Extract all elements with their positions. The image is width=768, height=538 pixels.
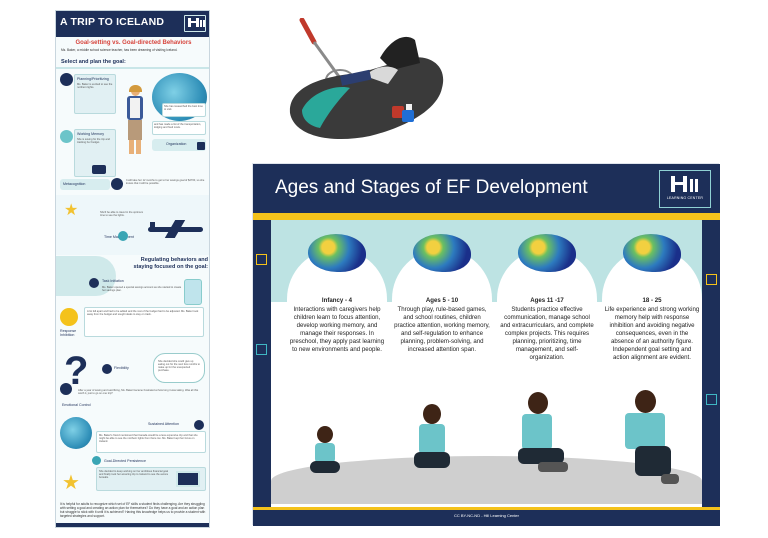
deco-square <box>706 274 717 285</box>
sustained-attention-icon <box>194 420 204 430</box>
hill-logo-icon <box>184 15 206 32</box>
sustained-attention-note: Ms. Baker's friend mentioned that Canada… <box>96 431 206 453</box>
thought-cloud: She decided she could give up eating out… <box>153 353 205 383</box>
stage-description: Interactions with caregivers help childr… <box>289 306 385 354</box>
infographic-header <box>56 11 209 37</box>
emotional-control-label: Emotional Control <box>62 403 91 407</box>
response-inhibition-label: Response Inhibition <box>60 329 77 337</box>
task-initiation-note: Ms. Baker opened a special savings accou… <box>102 286 182 293</box>
deco-square <box>706 394 717 405</box>
license-text: CC BY-NC-ND - Hill Learning Center <box>454 513 519 518</box>
deco-square <box>256 344 267 355</box>
planning-note: She has researched the best time to visi… <box>162 103 206 117</box>
infographic-subtitle: Goal-setting vs. Goal-directed Behaviors <box>75 40 192 46</box>
sustained-attention-label: Sustained Attention <box>148 422 179 426</box>
metacognition-card: Metacognition <box>60 179 110 190</box>
teen-figure <box>508 392 570 500</box>
working-memory-icon <box>60 130 73 143</box>
section-regulating: Regulating behaviors and staying focused… <box>133 257 208 270</box>
slide-header <box>253 164 720 213</box>
star-large-icon: ★ <box>62 472 80 494</box>
infographic-title: A TRIP TO ICELAND <box>60 16 165 28</box>
stage-text-5-10: Ages 5 - 10 Through play, rule-based gam… <box>394 297 490 354</box>
folder-icon <box>197 142 205 150</box>
stage-age: Ages 11 -17 <box>530 297 564 304</box>
brain-scan-image <box>518 234 576 272</box>
brain-scan-image <box>623 234 681 272</box>
young-adult-figure <box>613 390 683 500</box>
brand-text: LEARNING CENTER <box>666 196 704 200</box>
sneaker-tool-image <box>289 17 444 140</box>
response-inhibition-note: A lot fell apart and had to be added and… <box>84 307 204 337</box>
stage-age: Ages 5 - 10 <box>425 297 459 304</box>
hill-learning-center-logo: LEARNING CENTER <box>659 170 711 208</box>
stage-description: Students practice effective communicatio… <box>500 306 594 362</box>
stage-description: Through play, rule-based games, and scho… <box>394 306 490 354</box>
wallet-icon <box>92 165 106 174</box>
deco-square <box>256 254 267 265</box>
brain-scan-image <box>413 234 471 272</box>
footer-yellow-stripe <box>253 507 720 510</box>
planning-card: Planning/Prioritizing Ms. Baker is excit… <box>74 74 116 114</box>
infographic-intro: Ms. Baker, a middle school science teach… <box>61 48 178 52</box>
yellow-stripe <box>253 213 720 220</box>
teacher-figure <box>124 85 146 156</box>
sneaker-tool-illustration <box>280 17 460 148</box>
stage-age: Infancy - 4 <box>321 297 353 304</box>
flexibility-label: Flexibility <box>114 366 129 370</box>
earth-globe-small-icon <box>60 417 92 449</box>
right-border-panel <box>702 220 720 510</box>
slide-title: Ages and Stages of EF Development <box>275 177 588 198</box>
stage-card-infancy <box>287 249 387 499</box>
flexibility-icon <box>102 364 112 374</box>
stage-text-11-17: Ages 11 -17 Students practice effective … <box>499 297 595 362</box>
slide-footer-bar <box>253 510 720 526</box>
goal-persistence-icon <box>92 456 101 465</box>
iceland-infographic: A TRIP TO ICELAND Goal-setting vs. Goal-… <box>55 10 210 528</box>
planning-note-2: and has made a list of the transportatio… <box>152 121 206 135</box>
ef-development-slide: Ages and Stages of EF Development LEARNI… <box>252 163 720 526</box>
stage-text-18-25: 18 - 25 Life experience and strong worki… <box>604 297 700 362</box>
aurora-photo <box>176 471 200 487</box>
planning-icon <box>60 73 73 86</box>
airplane-icon <box>148 220 203 238</box>
response-inhibition-icon <box>60 308 78 326</box>
task-initiation-label: Task Initiation <box>102 279 124 283</box>
brain-scan-image <box>308 234 366 272</box>
ground-shape <box>271 456 702 504</box>
metacognition-icon <box>111 178 123 190</box>
infographic-footer: It is helpful for adults to recognize wh… <box>60 502 206 518</box>
emotional-note: After a year of saving and sacrificing, … <box>78 389 199 396</box>
metacognition-note: It will take her 12 months to get to her… <box>126 179 205 186</box>
emotional-control-icon <box>60 383 72 395</box>
stage-description: Life experience and strong working memor… <box>604 306 700 362</box>
sky-band <box>56 195 209 255</box>
star-icon: ★ <box>64 202 79 219</box>
organization-card: Organization <box>152 139 206 151</box>
divider <box>56 67 209 69</box>
infographic-footer-bar <box>56 523 209 527</box>
stage-age: 18 - 25 <box>642 297 662 304</box>
task-initiation-icon <box>89 278 99 288</box>
section-select-goal: Select and plan the goal: <box>61 59 126 65</box>
goal-persistence-label: Goal-Directed Persistence <box>104 459 146 463</box>
toddler-figure <box>308 426 342 496</box>
jar-icon <box>184 279 202 305</box>
left-border-panel <box>253 220 271 510</box>
child-figure <box>411 404 453 499</box>
clock-icon <box>118 231 128 241</box>
stage-text-infancy: Infancy - 4 Interactions with caregivers… <box>289 297 385 354</box>
time-note: She'll be able to travel in the optimum … <box>100 211 144 218</box>
teal-wave <box>56 256 116 296</box>
